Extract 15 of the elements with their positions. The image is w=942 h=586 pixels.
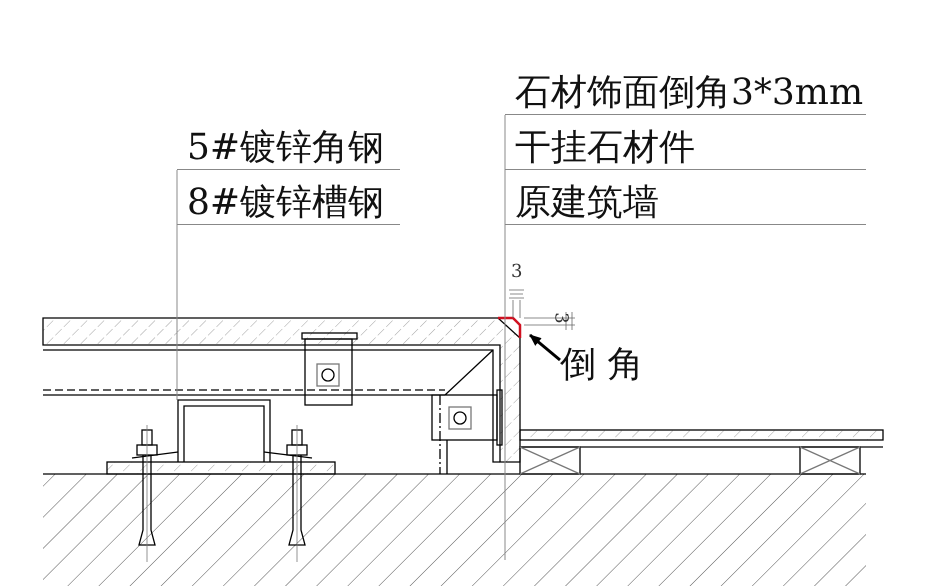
- dimension-text: 3: [550, 312, 571, 324]
- leader-line: [504, 114, 506, 560]
- callout-label: 倒 角: [560, 345, 644, 385]
- callout-label: 原建筑墙: [515, 183, 659, 223]
- label-underline: [177, 128, 400, 170]
- dimension-text: 3: [511, 262, 522, 282]
- arrow: [529, 334, 561, 362]
- label-underline: [177, 183, 400, 225]
- leader-line: [176, 170, 178, 400]
- callout-label: 干挂石材件: [515, 128, 695, 168]
- callout-label: 8#镀锌槽钢: [187, 183, 384, 223]
- callout-label: 石材饰面倒角3*3mm: [515, 73, 864, 113]
- label-underline: [505, 183, 866, 225]
- callout-label: 5#镀锌角钢: [187, 128, 384, 168]
- label-underline: [505, 128, 866, 170]
